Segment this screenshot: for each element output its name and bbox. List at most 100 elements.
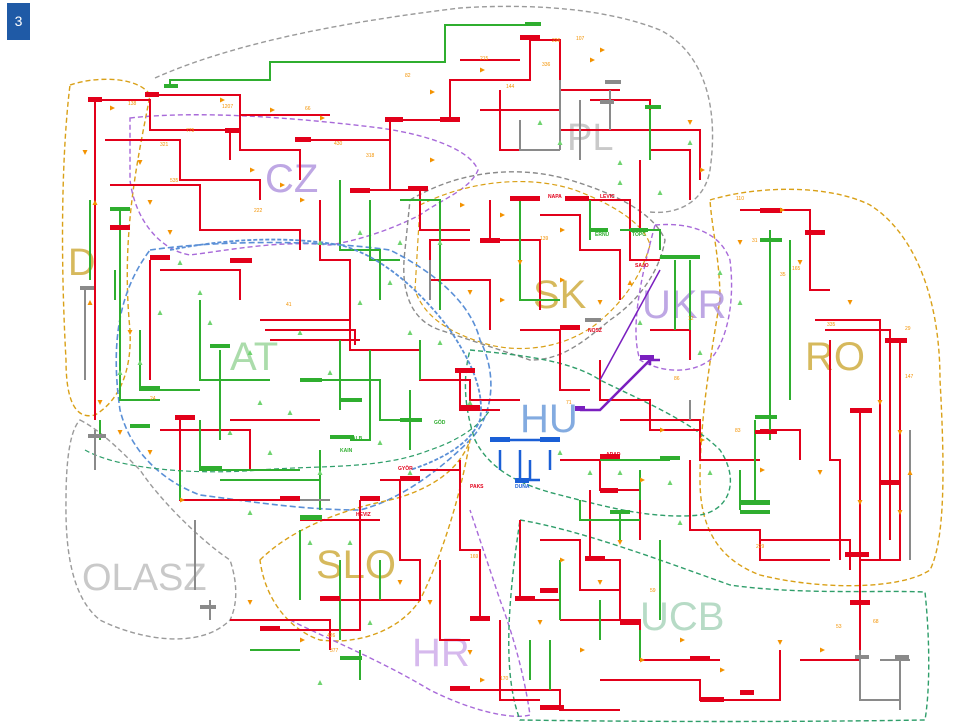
line-segment <box>540 539 620 591</box>
bus-bar <box>740 500 770 505</box>
flow-arrow <box>597 580 603 585</box>
bus-bar <box>845 552 869 557</box>
boundary-ro <box>699 188 944 587</box>
bus-bar <box>540 437 560 442</box>
flow-arrow <box>467 400 473 405</box>
region-label-pl: PL <box>567 117 613 159</box>
flow-label: 86 <box>674 376 680 382</box>
bus-bar <box>700 697 724 702</box>
flow-arrow <box>137 160 143 165</box>
bus-bar <box>80 286 94 290</box>
flow-arrow <box>82 150 88 155</box>
flow-arrow <box>367 620 373 625</box>
bus-bar <box>520 35 540 40</box>
flow-arrow <box>247 600 253 605</box>
flow-label: 229 <box>756 544 765 550</box>
flow-label: 222 <box>254 208 263 214</box>
bus-bar <box>855 655 869 659</box>
line-segment <box>419 350 520 401</box>
bus-bar <box>450 686 470 691</box>
flow-arrow <box>467 290 473 295</box>
flow-arrow <box>117 430 123 435</box>
flow-label: 321 <box>160 142 169 148</box>
line-segment <box>350 350 371 441</box>
bus-bar <box>690 656 710 661</box>
line-segment <box>160 269 241 300</box>
line-segment <box>260 319 420 351</box>
bus-bar <box>455 368 475 373</box>
flow-label: 336 <box>542 62 551 68</box>
bus-bar <box>440 117 460 122</box>
flow-arrow <box>500 212 505 218</box>
boundary-slo <box>259 439 471 642</box>
flow-arrow <box>877 400 883 405</box>
region-label-de: D <box>68 242 95 284</box>
substation-label: TOPC <box>632 232 646 238</box>
bus-bar <box>130 424 150 428</box>
flow-arrow <box>320 115 325 121</box>
flow-arrow <box>597 300 603 305</box>
flow-arrow <box>697 350 703 355</box>
line-segment <box>519 200 560 301</box>
bus-bar <box>360 496 380 501</box>
flow-arrow <box>857 500 863 505</box>
line-segment <box>265 329 356 345</box>
flow-arrow <box>737 300 743 305</box>
bus-bar <box>755 430 777 434</box>
flow-arrow <box>707 470 713 475</box>
flow-labels: 82 226 107 215 138 336 144 1207 775 321 … <box>128 36 914 682</box>
region-label-slo: SLO <box>316 543 396 587</box>
flow-arrow <box>590 57 595 63</box>
bus-bar <box>740 690 754 695</box>
bus-bar <box>164 84 178 88</box>
flow-arrow <box>97 400 103 405</box>
substation-label: LEVIC <box>600 194 615 200</box>
flow-label: 535 <box>170 178 179 184</box>
substation-label: ERNU <box>595 232 610 238</box>
line-segment <box>740 209 830 291</box>
flow-arrow <box>780 207 785 213</box>
flow-arrow <box>460 202 465 208</box>
flow-arrow <box>297 330 303 335</box>
flow-label: 138 <box>128 101 137 107</box>
line-segment <box>689 460 830 561</box>
bus-bar <box>620 620 640 625</box>
line-segment <box>105 139 261 200</box>
flow-label: 426 <box>327 633 336 639</box>
flow-arrow <box>110 105 115 111</box>
bus-bar <box>340 398 362 402</box>
substation-label: PAKS <box>470 484 484 490</box>
flow-arrow <box>327 370 333 375</box>
flow-arrow <box>557 450 563 455</box>
flow-arrow <box>897 510 903 515</box>
bus-bar <box>660 255 700 259</box>
region-label-sk: SK <box>533 273 587 317</box>
flow-arrow <box>227 430 233 435</box>
bus-bar <box>175 415 195 420</box>
line-segment <box>540 214 621 300</box>
flow-arrow <box>897 430 903 435</box>
line-segment <box>169 24 530 85</box>
flow-label: 53 <box>836 624 842 630</box>
bus-bar <box>755 415 777 419</box>
bus-bar <box>885 338 907 343</box>
line-segment <box>760 429 801 460</box>
line-segment <box>199 300 270 381</box>
flow-label: 144 <box>506 84 515 90</box>
line-segment <box>459 460 481 620</box>
bus-bar <box>490 437 510 442</box>
flow-label: 12 <box>688 316 694 322</box>
bus-bar <box>575 406 585 411</box>
bus-bar <box>460 405 480 410</box>
flow-label: 318 <box>366 153 375 159</box>
line-segment <box>489 200 541 310</box>
bus-bar <box>640 355 654 360</box>
line-segment <box>760 539 851 570</box>
line-segment <box>499 620 540 701</box>
bus-bar <box>525 22 541 26</box>
flow-label: 82 <box>405 73 411 79</box>
flow-label: 169 <box>470 554 479 560</box>
bus-bar <box>300 378 322 382</box>
bus-bar <box>760 208 782 213</box>
